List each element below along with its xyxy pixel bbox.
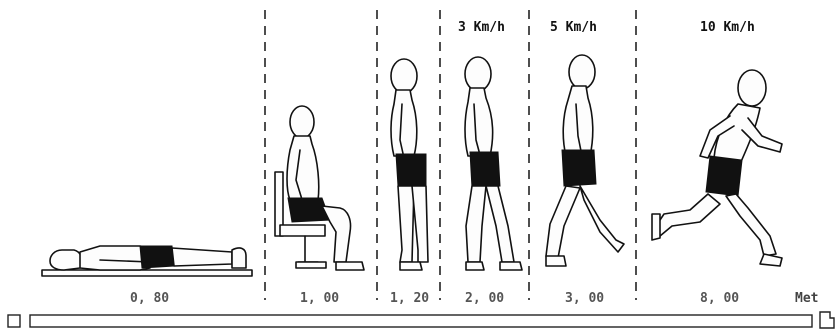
walking-slow-figure [465, 57, 522, 270]
running-figure [652, 70, 782, 266]
met-unit-label: Met [795, 291, 818, 306]
sitting-figure [275, 106, 364, 270]
walking-fast-figure [546, 55, 624, 266]
met-walk-slow: 2, 00 [465, 291, 504, 306]
lying-figure [42, 246, 252, 276]
standing-figure [391, 59, 428, 270]
met-scale-bar [8, 312, 834, 328]
met-lying: 0, 80 [130, 291, 169, 306]
met-sitting: 1, 00 [300, 291, 339, 306]
left-end-cap [8, 315, 20, 327]
met-standing: 1, 20 [390, 291, 429, 306]
met-run: 8, 00 [700, 291, 739, 306]
scale-track [30, 315, 812, 327]
speed-label-walk-fast: 5 Km/h [550, 20, 597, 35]
met-walk-fast: 3, 00 [565, 291, 604, 306]
right-end-cap [820, 312, 834, 328]
speed-label-walk-slow: 3 Km/h [458, 20, 505, 35]
speed-label-run: 10 Km/h [700, 20, 755, 35]
